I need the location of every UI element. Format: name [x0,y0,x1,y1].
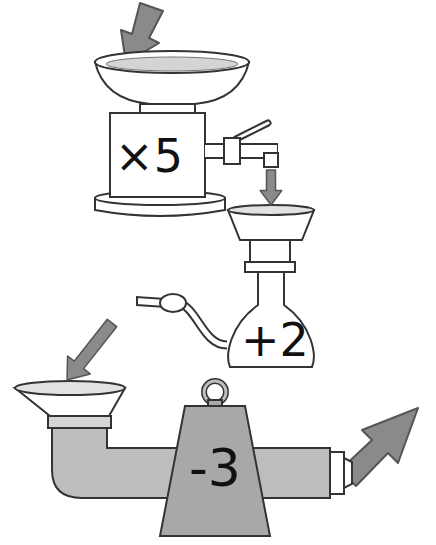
nozzle-tip [344,458,352,488]
flow-connector [67,294,227,380]
bowl-inside [106,57,238,71]
tap-spout [264,153,278,167]
flow-connector [205,123,282,205]
nozzle-ring [330,452,344,494]
funnel-neck [250,240,290,264]
subtract-machine: -3 [12,380,352,540]
tap-valve [224,138,240,164]
add-machine: +2 [225,205,317,370]
flow-arrow [260,170,282,205]
cylinder-body [110,113,205,197]
tube [177,303,227,345]
tube-bulb [160,294,186,312]
flask [228,272,313,367]
tube-nozzle [137,297,165,307]
tube-inner [177,303,227,345]
funnel-rim [15,381,125,395]
tap-pipe-inner [205,145,277,157]
machine-shape [12,380,352,540]
operation-label: +2 [241,317,301,363]
operation-label: -3 [160,442,270,494]
flow-arrow [67,319,117,380]
funnel-rim [228,205,314,215]
tap-handle-inner [236,123,268,139]
pipe-band [48,416,111,428]
tap-pipe [205,143,278,159]
weight [160,406,270,536]
multiply-machine: ×5 [110,113,205,197]
tap-handle [236,123,268,139]
bowl-rim [95,51,249,73]
collar [245,262,295,272]
operation-label: ×5 [114,133,184,179]
